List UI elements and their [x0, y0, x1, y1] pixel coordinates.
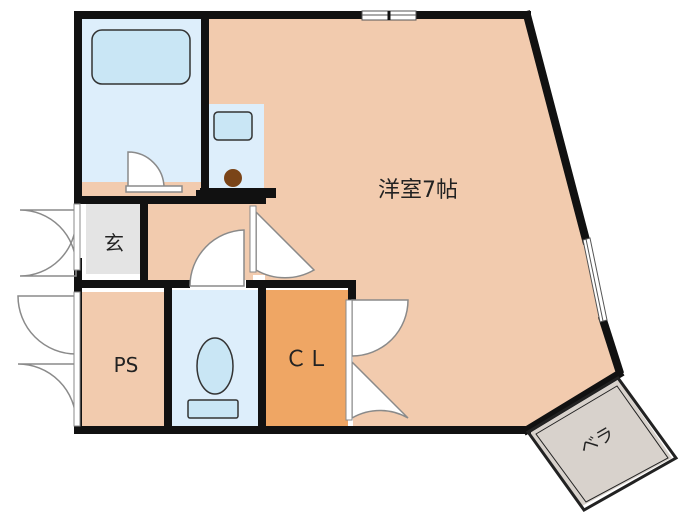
- veranda-railing: [525, 376, 679, 512]
- toilet-bowl-icon: [196, 337, 234, 395]
- veranda-railing-inner: [535, 385, 669, 503]
- closet-door-lower-icon: [351, 360, 409, 420]
- bathtub-icon: [91, 29, 191, 85]
- western-room-floor: [205, 18, 620, 430]
- ps-door-frame: [73, 291, 81, 427]
- closet-door-upper-icon: [351, 299, 409, 357]
- closet-door-frame: [345, 299, 353, 421]
- drain-icon: [224, 169, 242, 187]
- entrance-floor: [86, 204, 144, 274]
- closet-floor: [266, 290, 348, 428]
- closet-label: ＣＬ: [285, 347, 329, 372]
- western-room-label: 洋室7帖: [378, 178, 458, 203]
- ps-floor: [82, 292, 166, 428]
- washbasin-icon: [213, 111, 253, 141]
- toilet-door-icon: [189, 229, 245, 287]
- top-window: [361, 10, 417, 21]
- hall-door-frame: [249, 205, 257, 273]
- ps-door-lower-icon: [17, 363, 77, 423]
- bathroom-door-icon: [127, 151, 165, 189]
- side-window: [582, 237, 608, 323]
- entrance-door-frame: [73, 203, 81, 271]
- hall-door-icon: [255, 210, 316, 279]
- ps-door-upper-icon: [17, 295, 77, 355]
- entrance-door-upper-icon: [19, 209, 77, 267]
- kitchen-counter: [200, 188, 276, 196]
- entrance-label: 玄: [104, 231, 124, 255]
- ps-label: PS: [114, 353, 139, 377]
- toilet-tank-icon: [187, 399, 239, 419]
